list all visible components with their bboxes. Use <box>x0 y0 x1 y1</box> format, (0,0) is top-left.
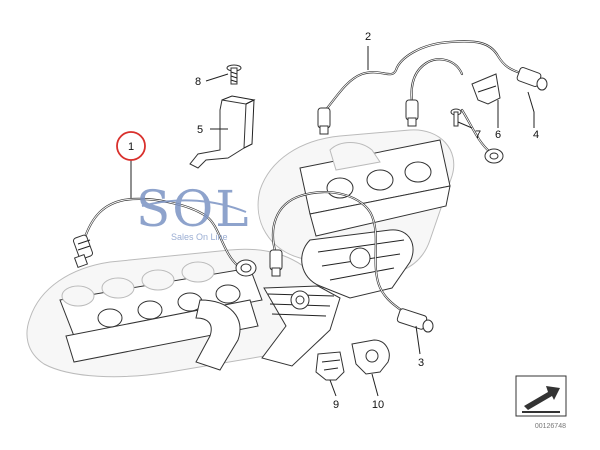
callout-10: 10 <box>372 399 384 411</box>
callout-1-highlight-ring <box>116 131 146 161</box>
callout-7: 7 <box>475 129 481 141</box>
sensor-2-connector <box>516 67 548 91</box>
oxygen-sensor-1 <box>73 197 257 277</box>
sensor-1-connector <box>235 259 257 277</box>
callout-4: 4 <box>533 129 539 141</box>
direction-arrow-icon <box>515 375 567 417</box>
leader-lines <box>130 46 535 397</box>
callout-6: 6 <box>495 129 501 141</box>
callout-2: 2 <box>365 31 371 43</box>
callout-1: 1 <box>128 141 134 153</box>
figure-number: 00126748 <box>535 423 566 430</box>
callout-8: 8 <box>195 76 201 88</box>
exhaust-manifold-left <box>26 248 341 378</box>
sensor-3-connector <box>396 308 434 333</box>
sensor-2-plug <box>484 148 504 164</box>
callout-5: 5 <box>197 124 203 136</box>
watermark-swoosh <box>141 199 247 213</box>
watermark-letters: SOL <box>136 180 250 238</box>
oxygen-sensor-2 <box>317 40 548 164</box>
callout-3: 3 <box>418 357 424 369</box>
sensor-1-probe <box>73 234 93 269</box>
watermark-subtitle: Sales On Line <box>171 232 228 242</box>
cable-holder <box>351 339 390 375</box>
screw <box>226 64 242 85</box>
oxygen-sensor-3 <box>269 191 434 333</box>
callout-9: 9 <box>333 399 339 411</box>
holder <box>471 73 501 105</box>
sol-watermark: SOL Sales On Line <box>136 180 250 242</box>
screw-small <box>450 108 462 127</box>
clip <box>315 351 345 381</box>
bracket <box>189 95 256 169</box>
sensor-2-probe-b <box>405 99 419 127</box>
sensor-3-probe <box>269 249 283 277</box>
sensor-2-probe <box>317 107 331 135</box>
